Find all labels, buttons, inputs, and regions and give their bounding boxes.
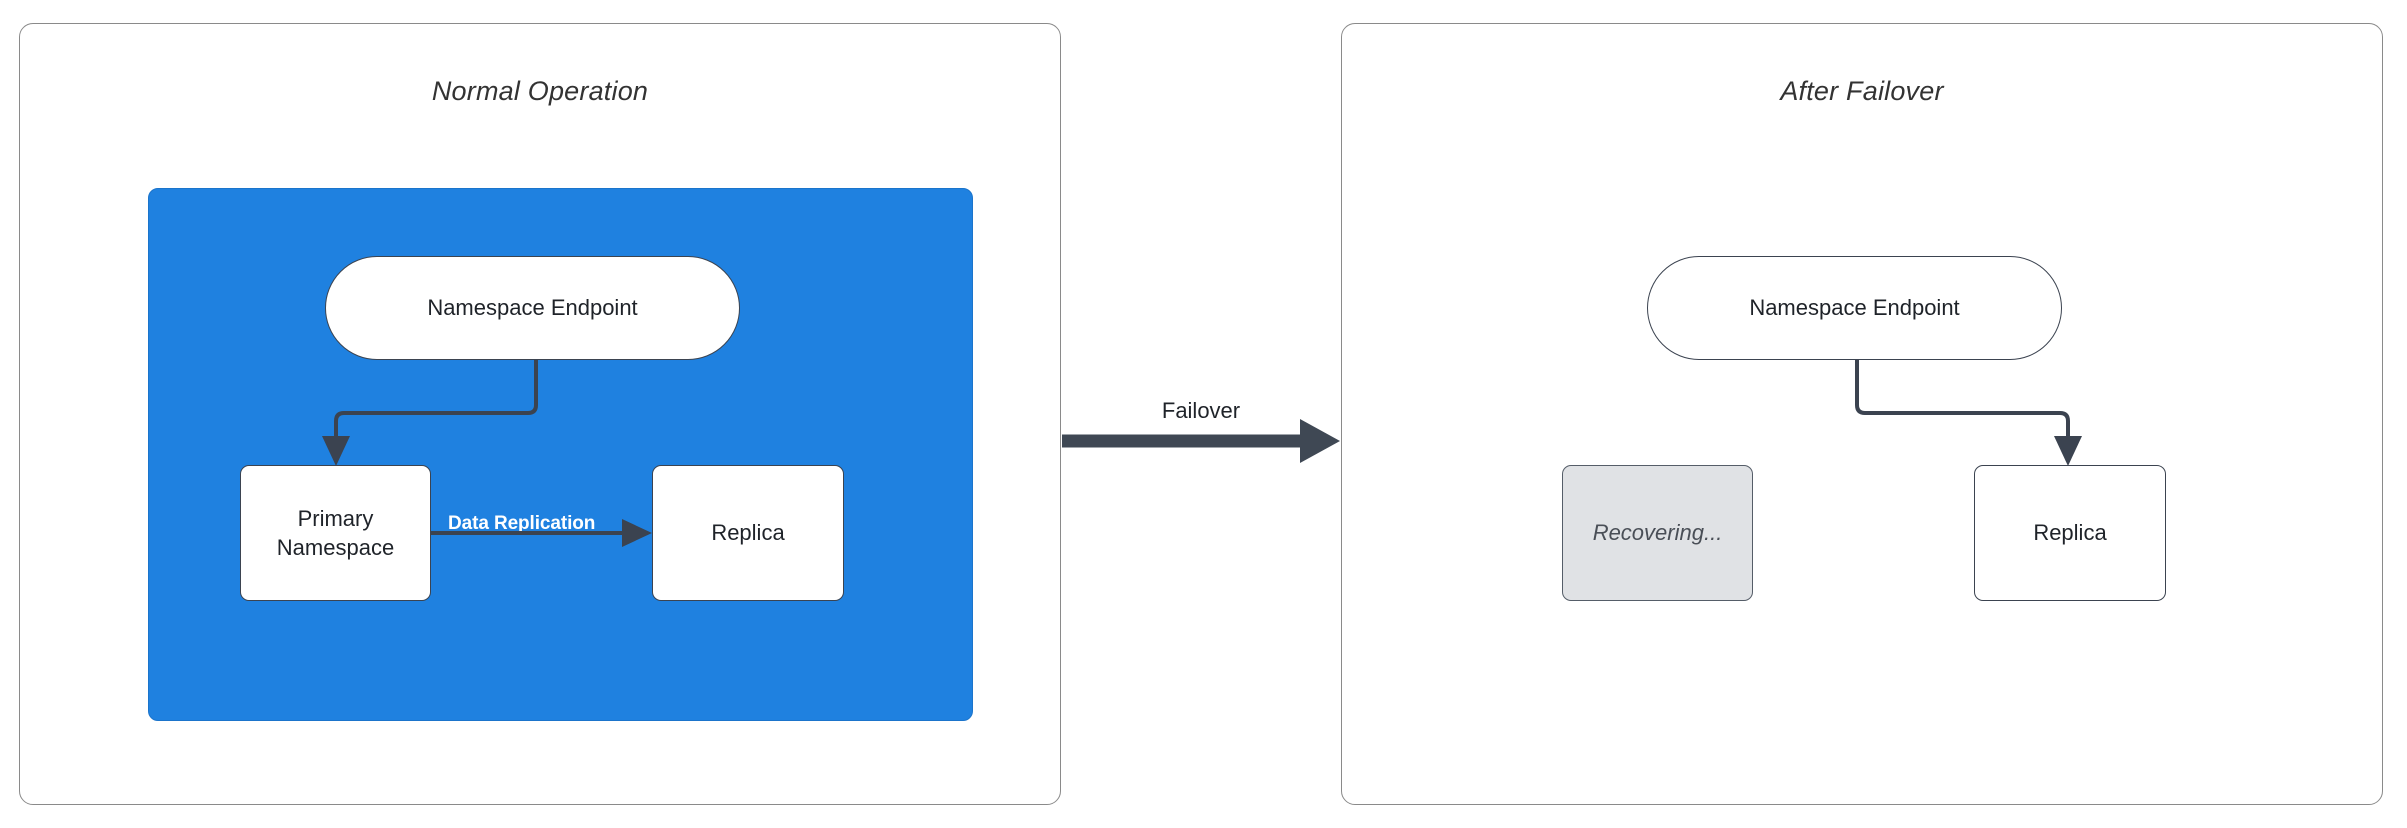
node-namespace-endpoint-left[interactable]: Namespace Endpoint [325, 256, 740, 360]
node-replica-right[interactable]: Replica [1974, 465, 2166, 601]
node-primary-line1: Primary [297, 505, 374, 531]
node-primary-namespace[interactable]: Primary Namespace [240, 465, 431, 601]
failover-arrow-label: Failover [1161, 398, 1241, 423]
panel-title-normal-operation: Normal Operation [431, 76, 649, 106]
node-namespace-endpoint-right[interactable]: Namespace Endpoint [1647, 256, 2062, 360]
node-recovering[interactable]: Recovering... [1562, 465, 1753, 601]
node-replica-left[interactable]: Replica [652, 465, 844, 601]
node-primary-line2: Namespace [276, 535, 395, 560]
edge-label-data-replication: Data Replication [448, 513, 596, 534]
node-primary-namespace-label: Primary Namespace [277, 504, 394, 562]
panel-title-after-failover: After Failover [1780, 76, 1944, 106]
panel-after-failover: After Failover [1341, 23, 2383, 805]
failover-arrowhead [1300, 419, 1340, 463]
panel-normal-operation: Normal Operation [19, 23, 1061, 805]
